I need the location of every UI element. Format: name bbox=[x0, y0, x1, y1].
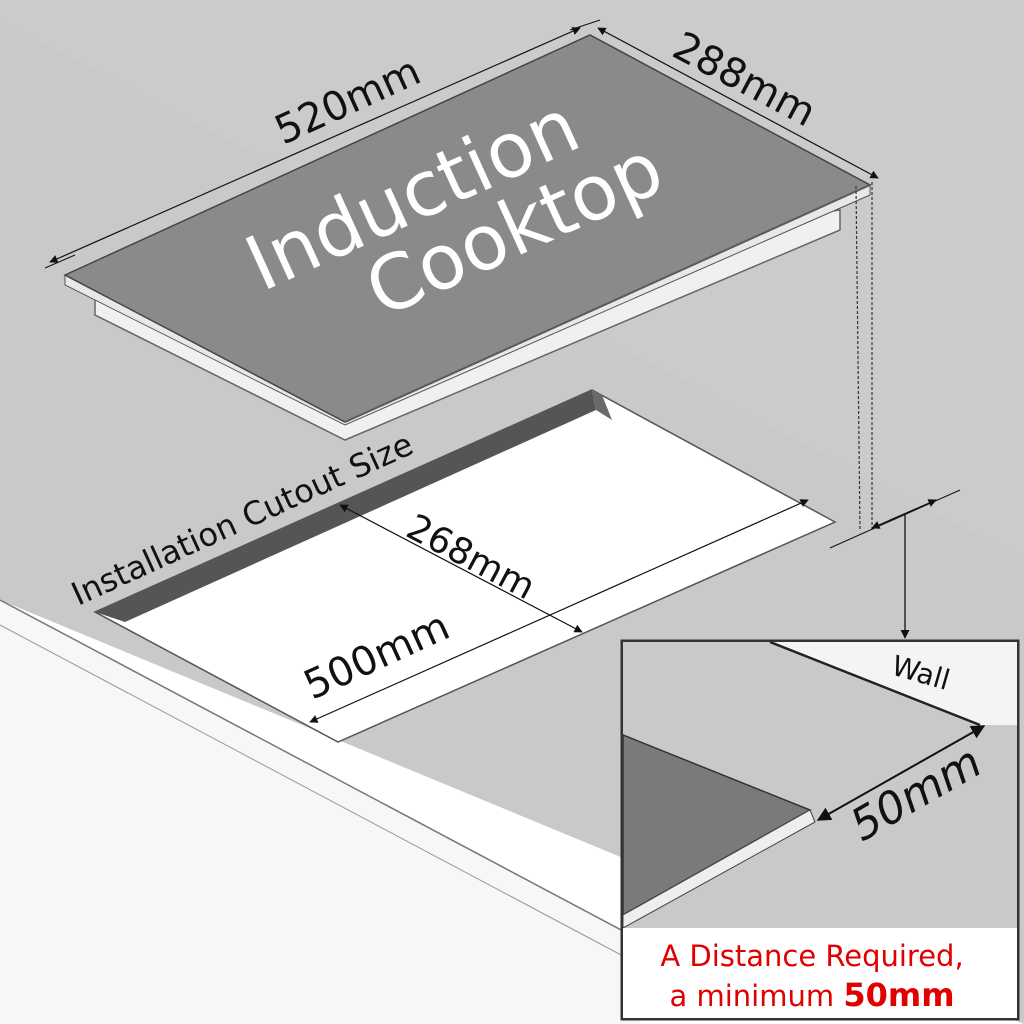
projection-lines bbox=[829, 182, 961, 639]
countertop-front-edge bbox=[0, 600, 640, 1024]
cutout-side-wall bbox=[592, 390, 612, 420]
inset-distance-arrow bbox=[816, 725, 986, 821]
inset-detail: Wall 50mm A Distance Required, a minimum… bbox=[620, 639, 1020, 1021]
inset-note-line2-value: 50mm bbox=[843, 976, 954, 1014]
inset-note-line2: a minimum 50mm bbox=[669, 976, 954, 1014]
inset-note-line2-prefix: a minimum bbox=[669, 979, 843, 1013]
inset-note-area bbox=[623, 928, 1017, 1018]
inset-note-line1: A Distance Required, bbox=[660, 939, 963, 973]
inset-wall bbox=[770, 642, 1017, 725]
inset-cooktop-edge bbox=[623, 809, 816, 929]
countertop-edge-line bbox=[0, 599, 641, 941]
countertop-lower-edge-line bbox=[0, 624, 641, 966]
cooktop-glass-highlight bbox=[344, 184, 871, 423]
